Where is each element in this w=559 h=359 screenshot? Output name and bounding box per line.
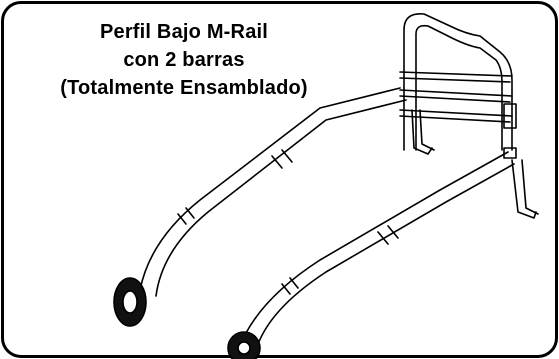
caption-line-1: Perfil Bajo M-Rail <box>99 21 269 43</box>
bracket-foot-right <box>511 159 537 219</box>
caption-line-2: con 2 barras <box>123 49 245 71</box>
caption-line-3: (Totalmente Ensamblado) <box>60 77 308 99</box>
caption-title: Perfil Bajo M-Rail con 2 barras (Totalme… <box>24 18 344 102</box>
left-tube <box>139 87 401 291</box>
right-tube <box>239 151 509 347</box>
lower-bar <box>399 89 513 97</box>
handle-loop <box>403 13 513 151</box>
upper-bar <box>399 71 513 77</box>
bracket-foot-left <box>411 109 433 155</box>
